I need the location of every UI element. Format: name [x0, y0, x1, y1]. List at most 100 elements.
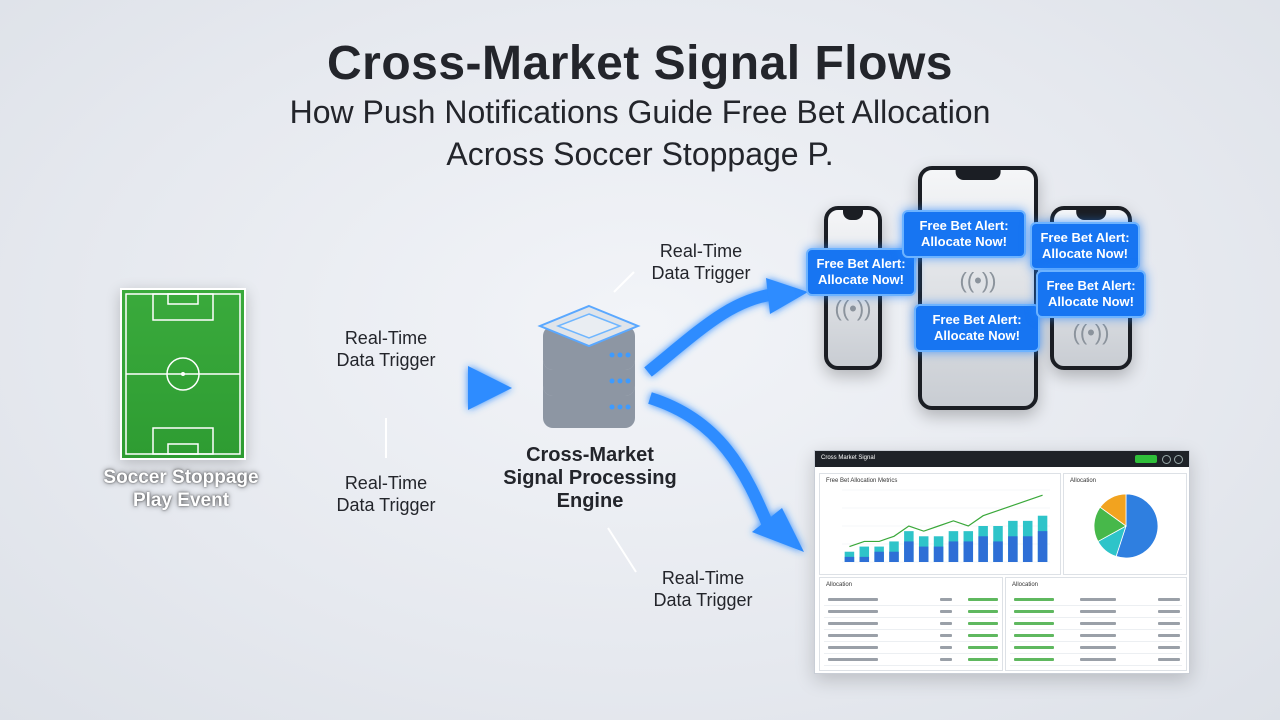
table-cell: [968, 658, 998, 661]
dashboard-header: Cross Market Signal: [815, 451, 1189, 467]
table-cell: [828, 610, 878, 613]
signal-waves-icon: ((•)): [959, 268, 997, 293]
settings-icon[interactable]: [1174, 455, 1183, 464]
table-row: [1010, 630, 1182, 642]
table-row: [1010, 642, 1182, 654]
table-title: Allocation: [1012, 582, 1039, 588]
table-row: [1010, 654, 1182, 666]
dashboard-header-title: Cross Market Signal: [821, 455, 876, 461]
bar: [904, 541, 914, 562]
table-title: Allocation: [826, 582, 853, 588]
trigger-label-line1: Real-Time: [659, 241, 743, 261]
trigger-label-top-right: Real-Time Data Trigger: [621, 240, 781, 284]
server-engine-icon: [537, 304, 641, 428]
table-cell: [828, 622, 878, 625]
pie-slice: [1115, 493, 1159, 559]
table-row: [824, 642, 998, 654]
free-bet-alert[interactable]: Free Bet Alert:Allocate Now!: [1030, 222, 1140, 270]
table-row: [1010, 606, 1182, 618]
page-subtitle-line2: Across Soccer Stoppage P.: [446, 136, 834, 172]
arrow-event-to-engine-head: [468, 366, 512, 410]
table-cell: [1080, 610, 1116, 613]
table-cell: [940, 610, 952, 613]
table-cell: [968, 610, 998, 613]
tick-mark: [607, 527, 637, 573]
table-cell: [940, 634, 952, 637]
refresh-icon[interactable]: [1162, 455, 1171, 464]
free-bet-alert[interactable]: Free Bet Alert:Allocate Now!: [902, 210, 1026, 258]
arrow-engine-to-phones: [644, 288, 776, 377]
pie-title: Allocation: [1070, 478, 1097, 484]
table-cell: [940, 658, 952, 661]
trigger-label-line2: Data Trigger: [336, 350, 436, 370]
event-caption: Soccer Stoppage Play Event: [103, 467, 259, 511]
table-row: [1010, 594, 1182, 606]
bar: [1037, 531, 1048, 562]
bar: [993, 541, 1003, 562]
table-row: [824, 618, 998, 630]
phone-center: ((•)): [918, 166, 1038, 410]
bar: [844, 556, 855, 562]
bar: [889, 551, 899, 562]
bar: [948, 541, 959, 562]
table-row: [824, 606, 998, 618]
bar: [874, 551, 884, 562]
chart-title: Free Bet Allocation Metrics: [826, 478, 898, 484]
table-cell: [1014, 610, 1054, 613]
table-cell: [828, 646, 878, 649]
table-cell: [940, 598, 952, 601]
table-cell: [1158, 598, 1180, 601]
table-cell: [1014, 622, 1054, 625]
bar: [963, 541, 974, 562]
bar: [933, 546, 944, 562]
trigger-label-line2: Data Trigger: [653, 590, 753, 610]
allocation-dashboard: Cross Market Signal Free Bet Allocation …: [814, 450, 1190, 674]
table-cell: [968, 622, 998, 625]
trigger-label-line1: Real-Time: [661, 568, 745, 588]
table-cell: [1158, 622, 1180, 625]
free-bet-alert[interactable]: Free Bet Alert:Allocate Now!: [806, 248, 916, 296]
table-cell: [828, 598, 878, 601]
table-cell: [940, 622, 952, 625]
table-cell: [1158, 646, 1180, 649]
bar: [1008, 536, 1018, 562]
page-subtitle-line1: How Push Notifications Guide Free Bet Al…: [289, 94, 991, 130]
table-cell: [1080, 658, 1116, 661]
pie-slice: [1099, 493, 1127, 527]
trigger-label-line2: Data Trigger: [651, 263, 751, 283]
bar: [978, 536, 988, 562]
soccer-pitch-icon: [120, 288, 246, 460]
table-cell: [1014, 598, 1054, 601]
pie-chart-panel: Allocation: [1063, 473, 1187, 575]
table-cell: [1014, 658, 1054, 661]
trigger-label-line1: Real-Time: [344, 473, 428, 493]
table-cell: [968, 634, 998, 637]
table-cell: [968, 646, 998, 649]
free-bet-alert[interactable]: Free Bet Alert:Allocate Now!: [1036, 270, 1146, 318]
arrow-engine-to-dashboard: [648, 392, 776, 533]
trigger-label-top-left: Real-Time Data Trigger: [306, 327, 466, 371]
table-row: [824, 594, 998, 606]
table-cell: [1158, 634, 1180, 637]
arrow-engine-to-dashboard-head: [752, 508, 804, 552]
table-cell: [968, 598, 998, 601]
table-cell: [1158, 658, 1180, 661]
arrow-engine-to-phones-head: [766, 278, 808, 314]
bar: [859, 556, 870, 562]
table-cell: [1080, 646, 1116, 649]
dashboard-action-button[interactable]: [1135, 455, 1157, 463]
table-cell: [1080, 634, 1116, 637]
table-cell: [1158, 610, 1180, 613]
table-row: [1010, 618, 1182, 630]
bar-chart-panel: Free Bet Allocation Metrics: [819, 473, 1061, 575]
bar: [1022, 536, 1033, 562]
table-cell: [828, 634, 878, 637]
trend-line: [849, 494, 1043, 548]
tick-mark: [613, 271, 635, 293]
bar: [859, 546, 870, 562]
table-cell: [1080, 598, 1116, 601]
free-bet-alert[interactable]: Free Bet Alert:Allocate Now!: [914, 304, 1040, 352]
bar: [918, 546, 929, 562]
allocation-table-left: Allocation: [819, 577, 1003, 671]
